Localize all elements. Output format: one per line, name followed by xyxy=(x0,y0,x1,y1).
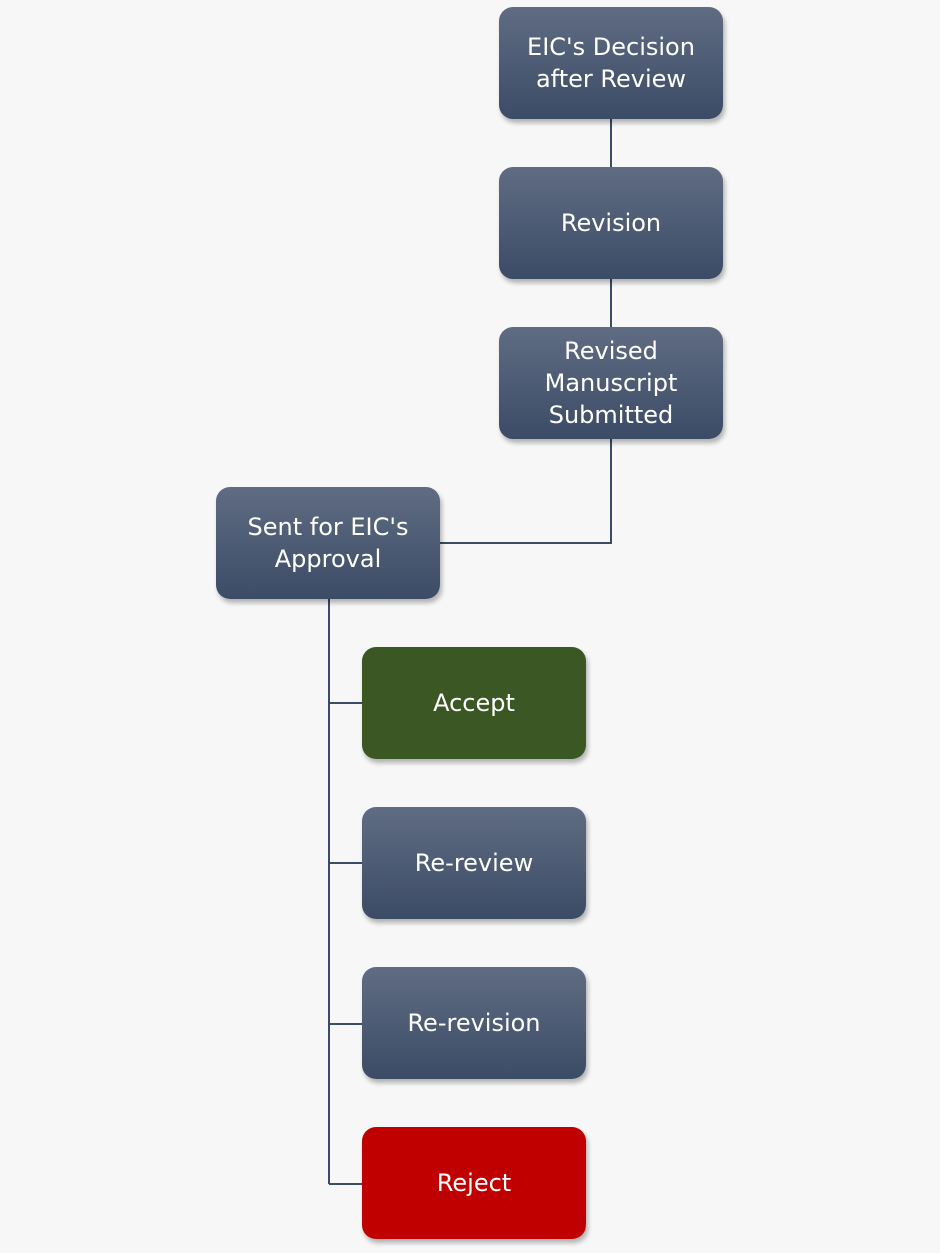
node-rereview-label: Re-review xyxy=(414,849,534,877)
node-reject-label: Reject xyxy=(436,1169,512,1197)
node-revised-manuscript: Revised Manuscript Submitted xyxy=(499,327,723,439)
node-reject: Reject xyxy=(362,1127,586,1239)
node-eic-decision: EIC's Decision after Review xyxy=(499,7,723,119)
node-revision-label: Revision xyxy=(560,209,662,237)
node-eic-decision-label: EIC's Decision after Review xyxy=(527,33,695,93)
node-revision: Revision xyxy=(499,167,723,279)
node-revised-manuscript-label: Revised Manuscript Submitted xyxy=(544,337,678,429)
node-sent-for-approval: Sent for EIC's Approval xyxy=(216,487,440,599)
node-accept: Accept xyxy=(362,647,586,759)
node-rereview: Re-review xyxy=(362,807,586,919)
node-accept-label: Accept xyxy=(433,689,515,717)
node-rerevision-label: Re-revision xyxy=(407,1009,541,1037)
connector-revised-to-approval xyxy=(440,439,612,544)
node-sent-for-approval-label: Sent for EIC's Approval xyxy=(247,513,409,573)
node-rerevision: Re-revision xyxy=(362,967,586,1079)
